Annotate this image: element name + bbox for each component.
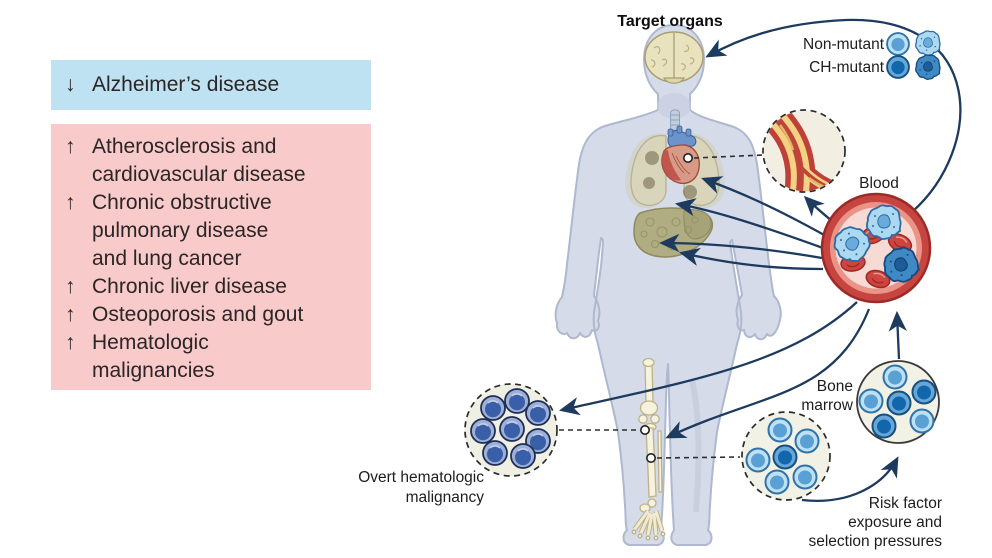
arrow-blood-to-liver bbox=[658, 233, 823, 260]
dashed-connectors bbox=[559, 154, 765, 459]
non-mutant-label: Non-mutant bbox=[803, 36, 885, 53]
overt-malignancy-inset bbox=[464, 383, 558, 477]
overt-malignancy-label-line2: malignancy bbox=[406, 489, 485, 506]
bone-marrow-label-line1: Bone bbox=[817, 378, 853, 395]
sample-nodes bbox=[639, 153, 693, 463]
risk-factor-label-line1: Risk factor bbox=[869, 495, 942, 512]
arrow-blood-to-liver-2 bbox=[679, 247, 824, 271]
body-silhouette bbox=[554, 24, 782, 546]
ch-mutant-round-cell-icon bbox=[886, 55, 910, 79]
arrow-blood-to-malignancy bbox=[559, 301, 858, 416]
ch-origin-inset bbox=[741, 411, 831, 501]
heart-node bbox=[682, 153, 693, 164]
dash-tibia-to-origin bbox=[656, 456, 741, 459]
disease-text: pulmonary disease bbox=[92, 219, 269, 242]
cell-legend: Non-mutant CH-mutant bbox=[803, 30, 941, 81]
neck-shadow bbox=[657, 93, 691, 119]
disease-text: and lung cancer bbox=[92, 247, 242, 270]
up-arrow-glyph: ↑ bbox=[65, 331, 76, 354]
atherosclerosis-inset bbox=[762, 109, 846, 193]
disease-text: malignancies bbox=[92, 359, 215, 382]
arrow-blood-to-heart bbox=[701, 176, 827, 238]
disease-text: cardiovascular disease bbox=[92, 163, 306, 186]
disease-text: Chronic liver disease bbox=[92, 275, 287, 298]
risk-factor-label-line3: selection pressures bbox=[808, 533, 942, 550]
disease-text: Chronic obstructive bbox=[92, 191, 272, 214]
blood-vessel-inset bbox=[820, 192, 932, 304]
disease-text: Atherosclerosis and bbox=[92, 135, 277, 158]
dash-heart-to-artery bbox=[693, 154, 765, 159]
lung-lesion bbox=[645, 151, 659, 165]
down-arrow-glyph: ↓ bbox=[65, 73, 76, 96]
arrow-blood-to-brain bbox=[705, 18, 962, 213]
leg-shading bbox=[689, 379, 702, 513]
disease-line: ↑ Osteoporosis and gout bbox=[65, 301, 365, 329]
disease-line: and lung cancer bbox=[65, 245, 365, 273]
arrow-risk-to-marrow bbox=[801, 456, 899, 502]
disease-line: malignancies bbox=[65, 357, 365, 385]
disease-line: ↑ Hematologic bbox=[65, 329, 365, 357]
non-mutant-leukocyte bbox=[866, 204, 902, 241]
disease-line: ↑ Chronic obstructive bbox=[65, 189, 365, 217]
up-arrow-glyph: ↑ bbox=[65, 191, 76, 214]
decreased-risk-label: Alzheimer’s disease bbox=[92, 73, 280, 96]
human-body bbox=[554, 24, 782, 546]
non-mutant-leukocyte-icon bbox=[915, 30, 941, 57]
lung-lesion bbox=[683, 185, 697, 199]
decreased-risk-box: ↓ Alzheimer’s disease bbox=[51, 60, 371, 110]
ch-mutant-label: CH-mutant bbox=[809, 59, 885, 76]
overt-malignancy-label-line1: Overt hematologic bbox=[358, 469, 484, 486]
ch-mutant-leukocyte-icon bbox=[915, 54, 941, 81]
up-arrow-glyph: ↑ bbox=[65, 303, 76, 326]
target-organs-title: Target organs bbox=[617, 13, 723, 30]
brain bbox=[644, 31, 704, 84]
disease-line: cardiovascular disease bbox=[65, 161, 365, 189]
knee-node bbox=[639, 424, 650, 435]
risk-factor-label-line2: exposure and bbox=[848, 514, 942, 531]
disease-line: ↑ Atherosclerosis and bbox=[65, 133, 365, 161]
non-mutant-round-cell-icon bbox=[886, 32, 910, 56]
bone-marrow-inset bbox=[856, 360, 940, 444]
bone-marrow-label-line2: marrow bbox=[801, 397, 853, 414]
disease-text: Hematologic bbox=[92, 331, 209, 354]
up-arrow-glyph: ↑ bbox=[65, 275, 76, 298]
increased-risk-box: ↑ Atherosclerosis and cardiovascular dise… bbox=[51, 124, 371, 390]
arrow-marrow-to-blood bbox=[888, 310, 907, 360]
lung-lesion bbox=[643, 177, 655, 189]
disease-line: ↑ Chronic liver disease bbox=[65, 273, 365, 301]
tibia-node bbox=[645, 452, 656, 463]
disease-line: pulmonary disease bbox=[65, 217, 365, 245]
disease-text: Osteoporosis and gout bbox=[92, 303, 304, 326]
arrow-blood-to-bone bbox=[665, 308, 871, 439]
leg-bones bbox=[631, 357, 666, 541]
blood-label: Blood bbox=[859, 175, 899, 192]
arrow-blood-to-lung bbox=[674, 198, 824, 250]
up-arrow-glyph: ↑ bbox=[65, 135, 76, 158]
